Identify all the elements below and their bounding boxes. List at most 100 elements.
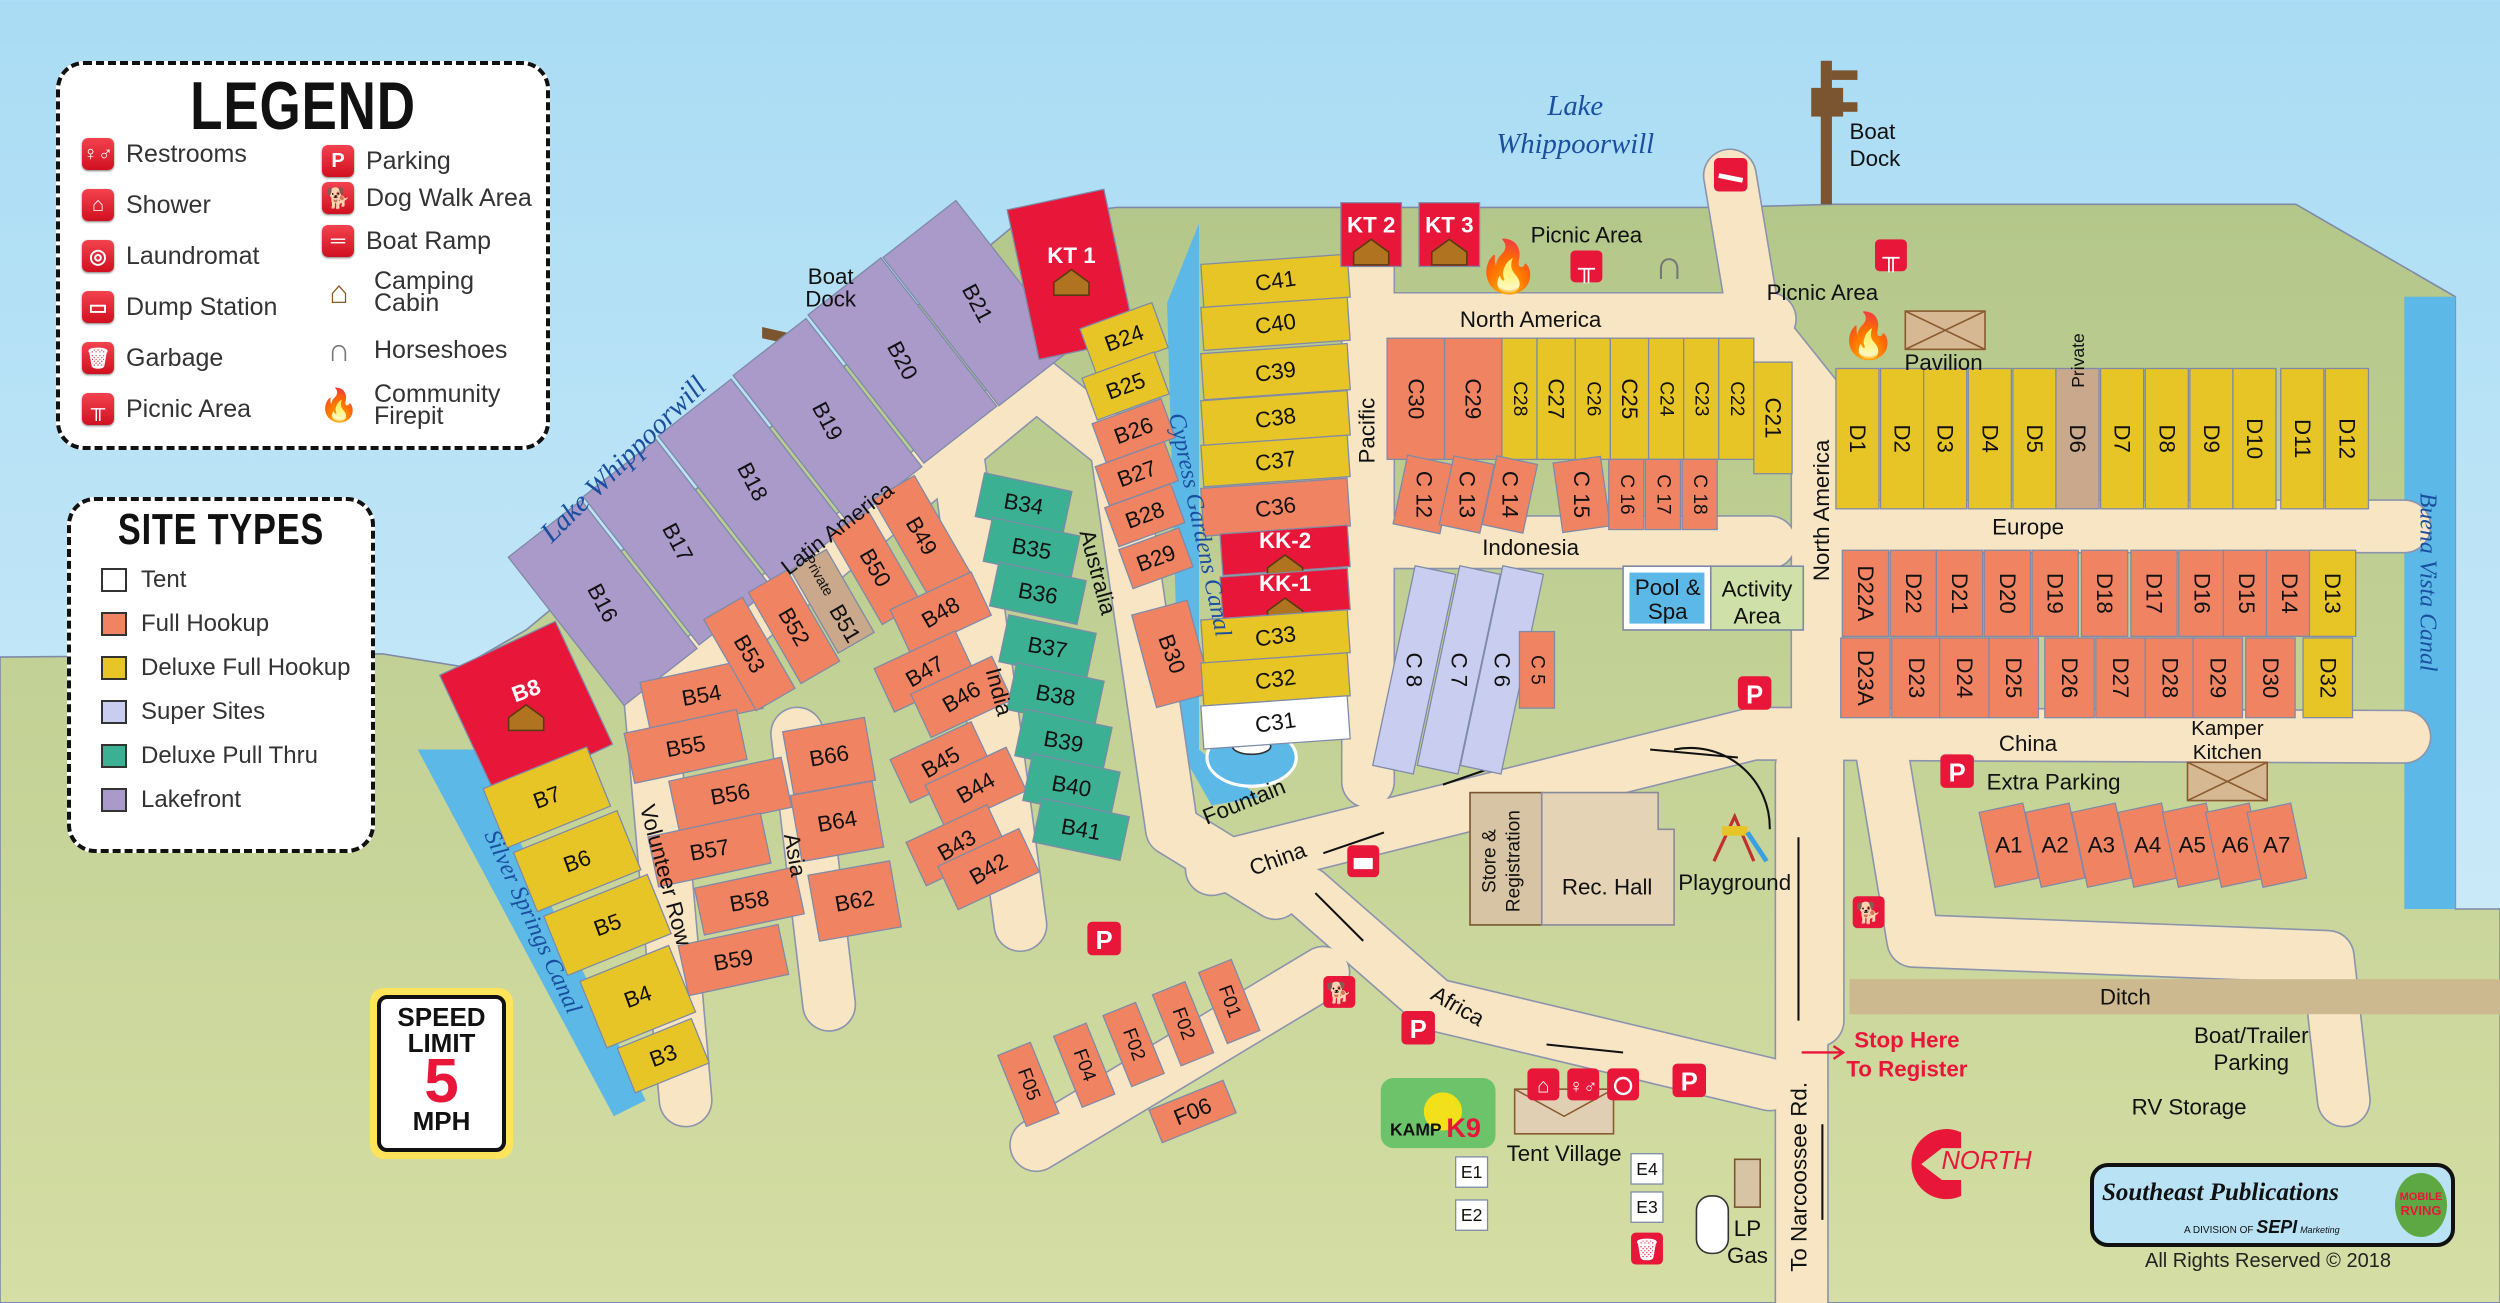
site-b16[interactable]: B16 xyxy=(507,499,698,707)
site-b3[interactable]: B3 xyxy=(616,1017,711,1094)
site-e1[interactable]: E1 xyxy=(1455,1156,1489,1188)
site-plot[interactable] xyxy=(2099,367,2145,510)
site-kt3[interactable]: KT 3 xyxy=(1418,202,1481,268)
site-b26[interactable]: B26 xyxy=(1091,397,1176,464)
site-plot[interactable] xyxy=(1552,455,1611,534)
site-f04[interactable]: F04 xyxy=(1052,1022,1116,1109)
site-b57[interactable]: B57 xyxy=(647,812,772,888)
site-d1[interactable]: D1 xyxy=(1835,367,1880,510)
site-f01[interactable]: F01 xyxy=(1197,958,1261,1045)
site-c28[interactable]: C28 xyxy=(1501,337,1538,461)
site-plot[interactable] xyxy=(702,596,796,712)
to-register-label[interactable]: To Register xyxy=(1846,1056,1967,1081)
site-plot[interactable] xyxy=(482,746,612,849)
site-plot[interactable] xyxy=(677,923,790,997)
site-plot[interactable] xyxy=(2012,367,2057,510)
site-plot[interactable] xyxy=(1630,1191,1664,1223)
site-d2[interactable]: D2 xyxy=(1879,367,1925,510)
site-plot[interactable] xyxy=(1200,296,1351,352)
site-plot[interactable] xyxy=(937,827,1040,911)
parking-icon[interactable]: P xyxy=(1672,1063,1706,1098)
site-c23[interactable]: C23 xyxy=(1683,337,1720,461)
site-plot[interactable] xyxy=(657,378,848,586)
site-b53[interactable]: B53 xyxy=(702,596,796,712)
site-plot[interactable] xyxy=(1481,455,1539,534)
site-plot[interactable] xyxy=(1922,367,1968,510)
site-d30[interactable]: D30 xyxy=(2245,637,2296,719)
site-plot[interactable] xyxy=(512,809,642,913)
site-plot[interactable] xyxy=(1879,367,1925,510)
site-d18[interactable]: D18 xyxy=(2080,549,2129,637)
parking-icon[interactable]: P xyxy=(1940,754,1974,788)
site-d6[interactable]: D6 xyxy=(2055,367,2100,510)
site-plot[interactable] xyxy=(1130,599,1213,709)
site-b28[interactable]: B28 xyxy=(1103,482,1186,548)
dump-station-icon[interactable] xyxy=(1347,845,1380,878)
dog-walk-icon[interactable]: 🐕 xyxy=(1852,896,1885,929)
site-c14[interactable]: C 14 xyxy=(1481,455,1539,534)
site-c22[interactable]: C22 xyxy=(1718,337,1755,461)
site-plot[interactable] xyxy=(1416,564,1502,775)
site-plot[interactable] xyxy=(1935,549,1984,637)
site-b45[interactable]: B45 xyxy=(889,720,993,804)
site-plot[interactable] xyxy=(2189,367,2234,510)
site-b19[interactable]: B19 xyxy=(732,317,923,525)
site-plot[interactable] xyxy=(2302,637,2354,719)
stop-here-label[interactable]: Stop Here xyxy=(1854,1028,1959,1053)
site-plot[interactable] xyxy=(2044,637,2095,719)
site-d3[interactable]: D3 xyxy=(1922,367,1968,510)
site-plot[interactable] xyxy=(2080,549,2129,637)
site-b21[interactable]: B21 xyxy=(882,199,1073,407)
site-d15[interactable]: D15 xyxy=(2222,549,2271,637)
parking-icon[interactable]: P xyxy=(1087,921,1121,956)
site-c27[interactable]: C27 xyxy=(1536,337,1576,461)
site-plot[interactable] xyxy=(1518,630,1556,709)
site-c37[interactable]: C37 xyxy=(1200,434,1351,488)
site-plot[interactable] xyxy=(2265,549,2314,637)
site-plot[interactable] xyxy=(1683,337,1720,461)
site-f05[interactable]: F05 xyxy=(996,1041,1060,1128)
site-b25[interactable]: B25 xyxy=(1081,351,1171,421)
site-d22a[interactable]: D22A xyxy=(1841,549,1890,637)
site-d16[interactable]: D16 xyxy=(2178,549,2226,637)
site-c8[interactable]: C 8 xyxy=(1371,564,1457,775)
site-d28[interactable]: D28 xyxy=(2144,637,2196,719)
site-plot[interactable] xyxy=(1438,455,1496,534)
site-plot[interactable] xyxy=(1630,1153,1664,1185)
site-d11[interactable]: D11 xyxy=(2280,367,2325,510)
site-d8[interactable]: D8 xyxy=(2144,367,2189,510)
site-d13[interactable]: D13 xyxy=(2308,549,2357,637)
site-d23a[interactable]: D23A xyxy=(1840,637,1891,719)
site-plot[interactable] xyxy=(2308,549,2357,637)
site-b51[interactable]: B51 xyxy=(789,548,876,654)
site-plot[interactable] xyxy=(910,655,1013,739)
site-plot[interactable] xyxy=(1841,549,1890,637)
garbage-icon[interactable]: 🗑 xyxy=(1631,1232,1663,1265)
site-a4[interactable]: A4 xyxy=(2117,802,2179,889)
site-d24[interactable]: D24 xyxy=(1938,637,1990,719)
site-plot[interactable] xyxy=(1118,527,1194,590)
site-plot[interactable] xyxy=(1455,1156,1489,1188)
site-b6[interactable]: B6 xyxy=(512,809,642,913)
site-d10[interactable]: D10 xyxy=(2232,367,2277,510)
site-b41[interactable]: B41 xyxy=(1031,797,1131,862)
site-plot[interactable] xyxy=(1891,637,1942,719)
site-plot[interactable] xyxy=(789,780,885,863)
site-b29[interactable]: B29 xyxy=(1118,527,1194,590)
site-b64[interactable]: B64 xyxy=(789,780,885,863)
site-kt2[interactable]: KT 2 xyxy=(1340,202,1403,268)
site-b27[interactable]: B27 xyxy=(1094,440,1180,507)
site-b4[interactable]: B4 xyxy=(579,944,697,1049)
parking-icon[interactable]: P xyxy=(1737,676,1772,710)
site-c15[interactable]: C 15 xyxy=(1552,455,1611,534)
site-plot[interactable] xyxy=(1718,337,1755,461)
shower-icon[interactable]: ⌂ xyxy=(1527,1068,1560,1101)
site-c31[interactable]: C31 xyxy=(1200,695,1351,750)
site-plot[interactable] xyxy=(747,569,841,685)
site-plot[interactable] xyxy=(2130,549,2178,637)
site-b46[interactable]: B46 xyxy=(910,655,1013,739)
site-e3[interactable]: E3 xyxy=(1630,1191,1664,1223)
site-c13[interactable]: C 13 xyxy=(1438,455,1496,534)
site-plot[interactable] xyxy=(507,499,698,707)
site-b49[interactable]: B49 xyxy=(872,474,972,598)
